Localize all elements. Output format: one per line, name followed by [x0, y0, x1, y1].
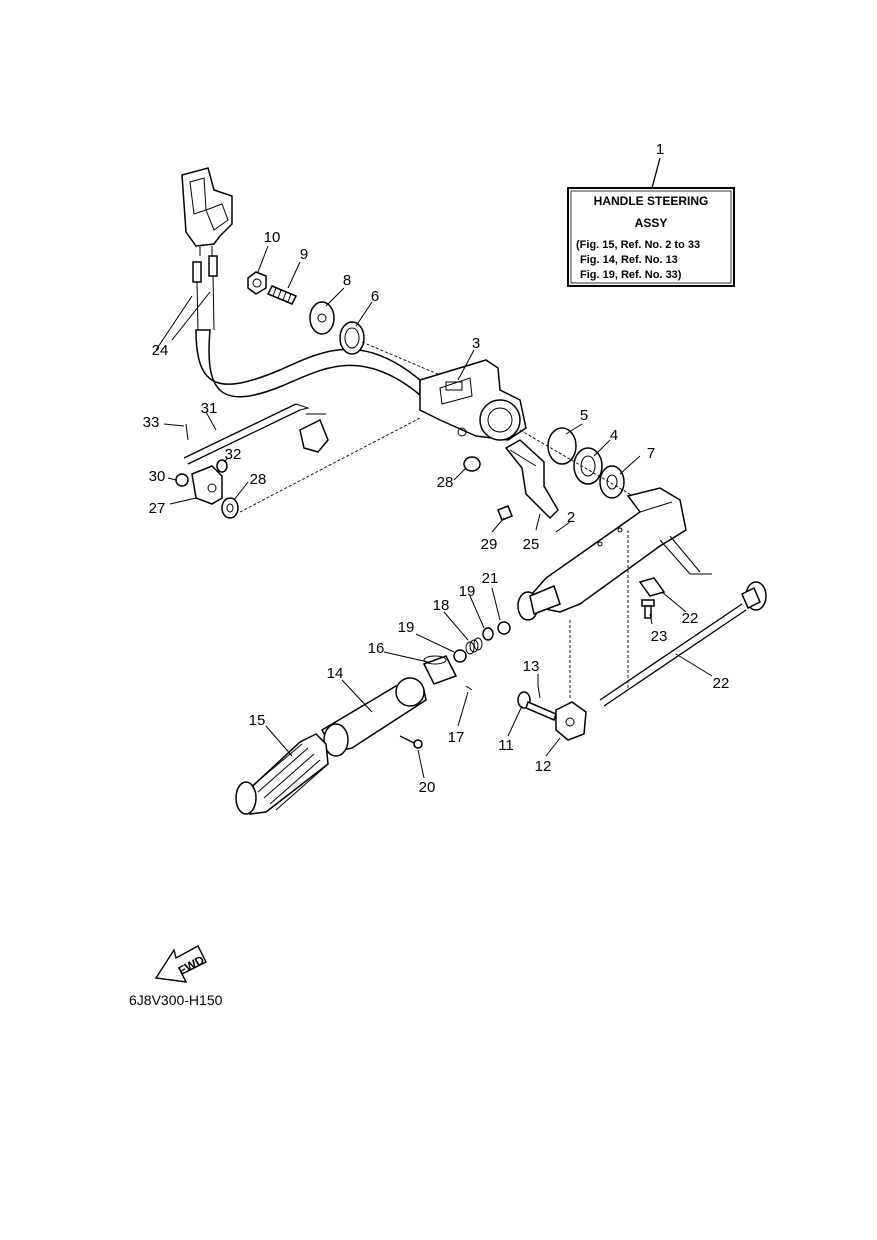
- box-ref-line1: (Fig. 15, Ref. No. 2 to 33: [576, 239, 700, 251]
- stud-9: [266, 285, 298, 305]
- swivel-housing-3: [419, 359, 527, 441]
- steering-handle-arm-2: [517, 487, 712, 621]
- callout-33: 33: [143, 414, 160, 431]
- callout-19a: 19: [459, 583, 476, 600]
- callout-17: 17: [448, 729, 465, 746]
- callout-14: 14: [327, 665, 344, 682]
- rod-22: [599, 581, 767, 707]
- pin-17: [465, 685, 473, 691]
- callout-28a: 28: [250, 471, 267, 488]
- callout-4: 4: [610, 427, 618, 444]
- callout-31: 31: [201, 400, 218, 417]
- washer-19b: [453, 649, 467, 663]
- callout-30: 30: [149, 468, 166, 485]
- nut-30: [175, 473, 189, 487]
- pin-13: [537, 685, 541, 699]
- shift-lever-26: [504, 439, 559, 520]
- callout-5: 5: [580, 407, 588, 424]
- callout-27: 27: [149, 500, 166, 517]
- cap-21: [497, 621, 511, 635]
- fwd-arrow-icon: FWD: [154, 945, 207, 983]
- callout-12: 12: [535, 758, 552, 775]
- link-rod-31: [183, 403, 310, 465]
- callout-10: 10: [264, 229, 281, 246]
- callout-13: 13: [523, 658, 540, 675]
- washer-8: [309, 301, 335, 335]
- nut-10: [247, 271, 267, 295]
- collar-28b: [463, 456, 481, 472]
- callout-16: 16: [368, 640, 385, 657]
- screw-20: [399, 735, 423, 749]
- washer-19a: [482, 627, 494, 641]
- box-ref-line3: Fig. 19, Ref. No. 33): [580, 269, 682, 281]
- collar-28a: [221, 497, 239, 519]
- callout-23: 22: [682, 610, 699, 627]
- callout-6: 6: [371, 288, 379, 305]
- pin-33: [185, 423, 189, 441]
- throttle-tube-14: [320, 677, 427, 757]
- callout-3: 3: [472, 335, 480, 352]
- callout-22: 22: [713, 675, 730, 692]
- callout-7: 7: [647, 445, 655, 462]
- callout-32: 32: [225, 446, 242, 463]
- callout-24: 23: [651, 628, 668, 645]
- pin-29: [497, 505, 513, 521]
- screw-24: [641, 599, 655, 619]
- spring-18: [465, 637, 483, 655]
- grip-15: [235, 733, 329, 815]
- callout-numbers: 10 9 8 6 3 5 4 7 2 25 29 28 28 32 30 27 …: [143, 229, 730, 796]
- clip-32: [216, 459, 228, 473]
- plate-23: [638, 577, 666, 597]
- callout-19b: 19: [398, 619, 415, 636]
- box-title-line2: ASSY: [635, 216, 668, 230]
- bushing-6: [339, 321, 365, 355]
- callout-26: 25: [523, 536, 540, 553]
- callout-21: 21: [482, 570, 499, 587]
- lever-27: [191, 465, 223, 505]
- box-title-line1: HANDLE STEERING: [594, 194, 709, 208]
- callout-15: 15: [249, 712, 266, 729]
- callout-18: 18: [433, 597, 450, 614]
- plate-4: [573, 447, 603, 485]
- throttle-bracket: [181, 167, 233, 256]
- leader-lines: [163, 245, 713, 779]
- callout-20: 20: [419, 779, 436, 796]
- bolt-11: [517, 691, 557, 722]
- ring-16: [422, 655, 458, 685]
- washer-7: [599, 465, 625, 499]
- callout-1: 1: [656, 141, 664, 158]
- assembly-reference-box: HANDLE STEERING ASSY (Fig. 15, Ref. No. …: [567, 141, 735, 287]
- callout-25: 24: [152, 342, 169, 359]
- callout-28b: 28: [437, 474, 454, 491]
- callout-8: 8: [343, 272, 351, 289]
- callout-9: 9: [300, 246, 308, 263]
- friction-block-12: [555, 701, 587, 741]
- callout-11: 11: [498, 737, 514, 754]
- o-ring-5: [547, 427, 577, 465]
- diagram-code: 6J8V300-H150: [129, 992, 223, 1008]
- box-ref-line2: Fig. 14, Ref. No. 13: [580, 254, 678, 266]
- link-bracket: [299, 418, 329, 453]
- throttle-cables: [192, 255, 421, 398]
- callout-29: 29: [481, 536, 498, 553]
- callout-2: 2: [567, 509, 575, 526]
